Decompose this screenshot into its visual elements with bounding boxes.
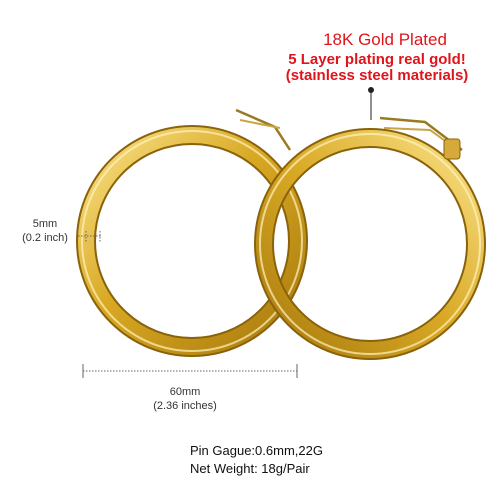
- thickness-inches: (0.2 inch): [22, 232, 68, 244]
- thickness-value: 5mm: [32, 218, 58, 230]
- callout-plating-line: 5 Layer plating real gold!: [288, 51, 466, 68]
- callout-pointer: [368, 87, 374, 120]
- diameter-value: 60mm: [169, 386, 201, 398]
- callout-material-line: (stainless steel materials): [285, 67, 469, 84]
- callout-headline: 18K Gold Plated: [323, 30, 447, 49]
- diameter-inches: (2.36 inches): [153, 400, 217, 412]
- net-weight-spec: Net Weight: 18g/Pair: [190, 461, 310, 476]
- pin-gauge-spec: Pin Gague:0.6mm,22G: [190, 443, 323, 458]
- diameter-marker: [82, 364, 298, 378]
- latch-hinge-icon: [443, 138, 461, 160]
- thickness-marker: [78, 231, 102, 242]
- right-hoop-earring-icon: [254, 116, 486, 360]
